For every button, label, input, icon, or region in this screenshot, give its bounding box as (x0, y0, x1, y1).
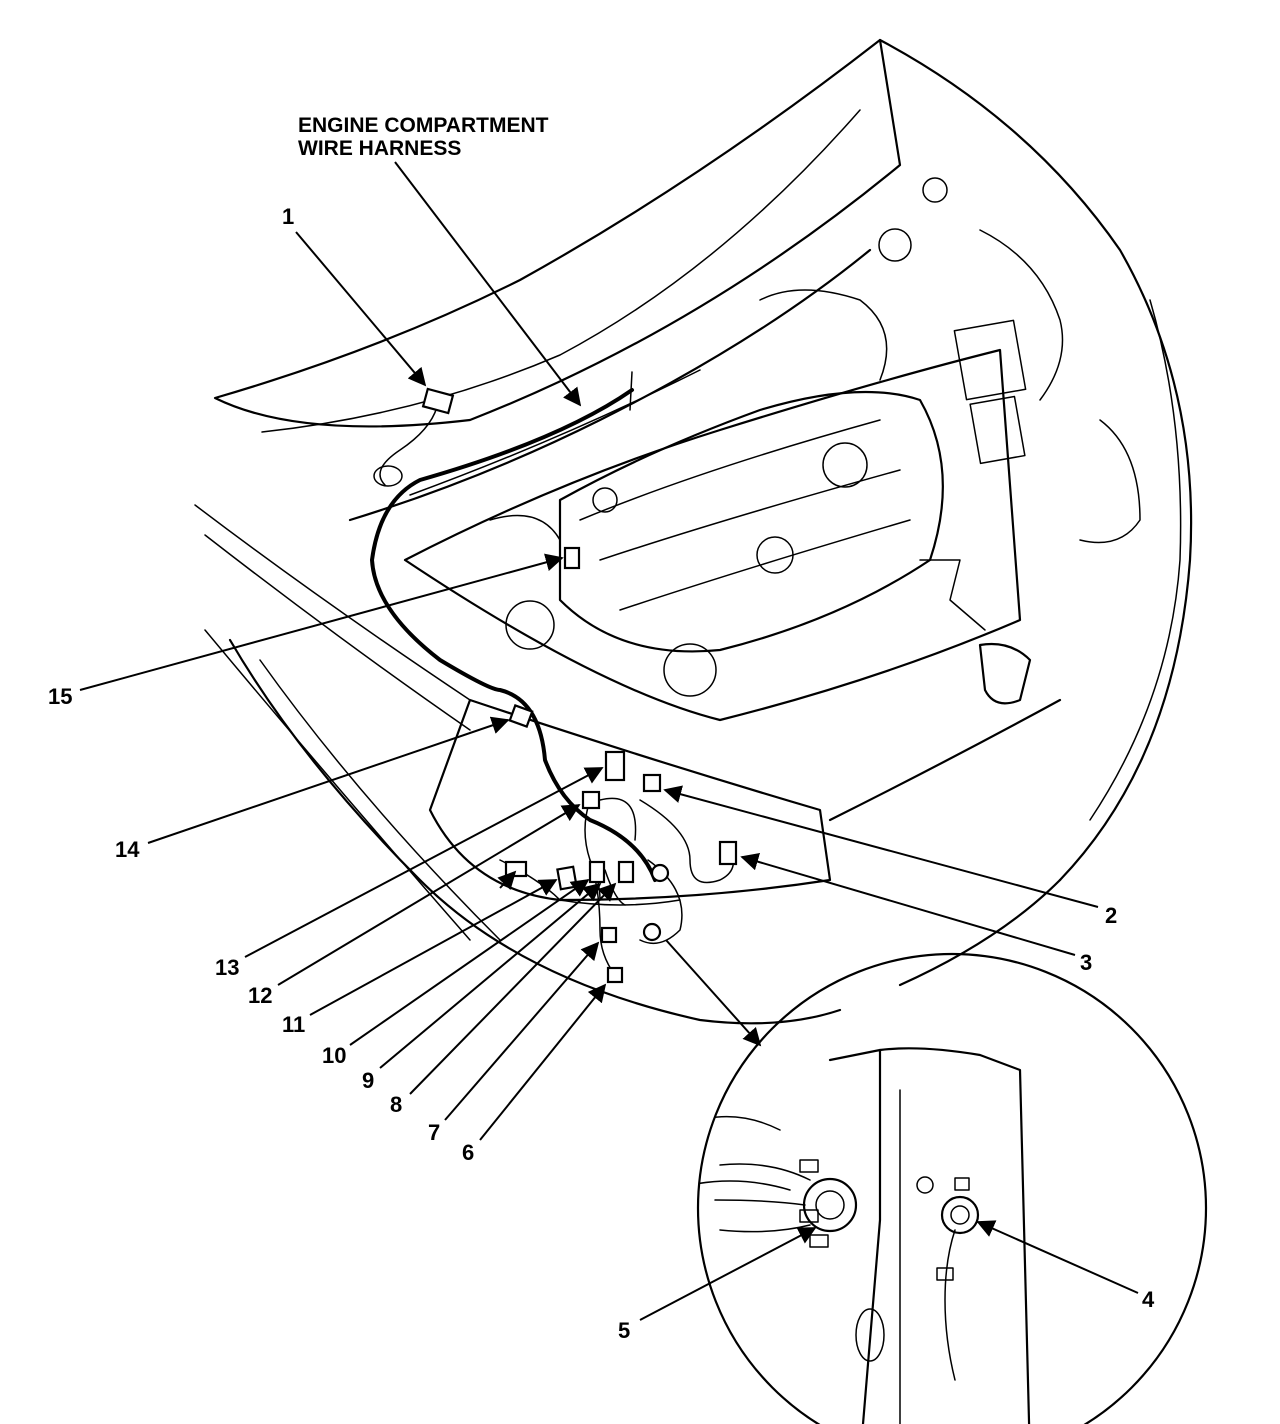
detail-inset (665, 939, 1208, 1424)
connectors (421, 387, 738, 984)
callout-5: 5 (618, 1318, 630, 1343)
callout-11: 11 (282, 1012, 305, 1037)
title-line-2: WIRE HARNESS (298, 137, 461, 160)
callout-6: 6 (462, 1140, 474, 1165)
callout-7: 7 (428, 1120, 440, 1145)
callout-12: 12 (248, 983, 272, 1008)
callout-10: 10 (322, 1043, 346, 1068)
callout-15: 15 (48, 684, 72, 709)
title-line-1: ENGINE COMPARTMENT (298, 114, 549, 137)
callout-3: 3 (1080, 950, 1092, 975)
vehicle-body (194, 38, 1193, 1025)
callout-9: 9 (362, 1068, 374, 1093)
callout-14: 14 (115, 837, 140, 862)
harness-title-label: ENGINE COMPARTMENT WIRE HARNESS (298, 114, 582, 407)
callouts: 1 2 3 4 5 6 7 8 9 10 11 12 13 14 15 (48, 204, 1155, 1343)
callout-2: 2 (1105, 903, 1117, 928)
engine-assembly (505, 177, 1064, 697)
callout-8: 8 (390, 1092, 402, 1117)
callout-13: 13 (215, 955, 239, 980)
callout-1: 1 (282, 204, 294, 229)
callout-4: 4 (1142, 1287, 1155, 1312)
